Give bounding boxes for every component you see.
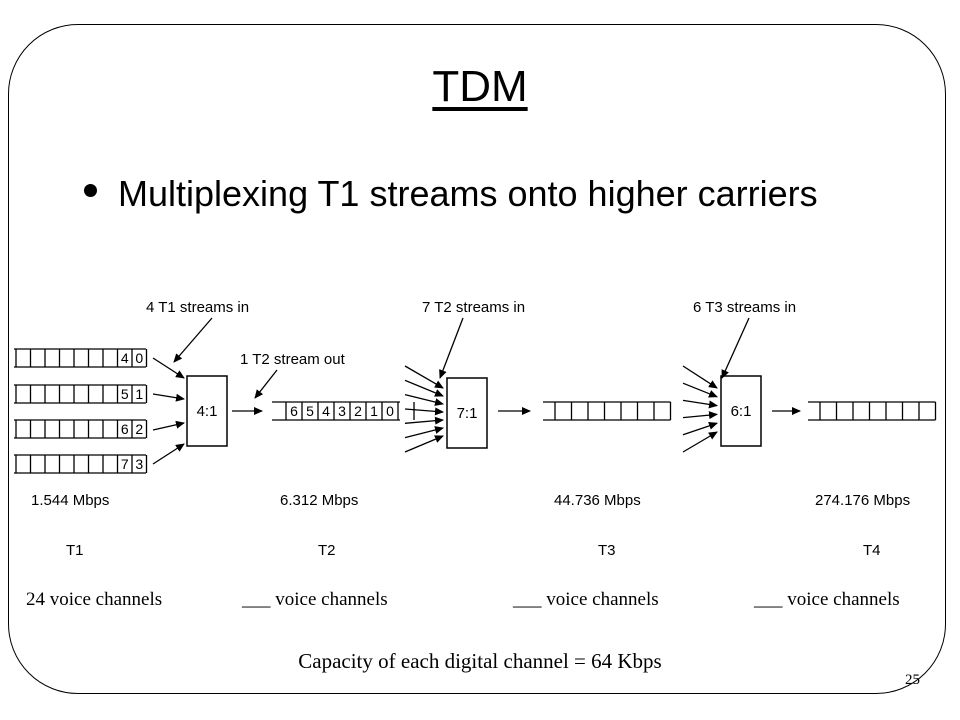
t1-stream-cell-label: 7 <box>121 456 129 472</box>
t1-stream-cell-label: 0 <box>135 350 143 366</box>
t1-stream-cell-label: 4 <box>121 350 129 366</box>
arrow <box>152 357 185 379</box>
arrow <box>404 394 444 406</box>
mux-4-1-label: 4:1 <box>197 403 218 420</box>
t2-stream-cell-label: 0 <box>386 403 394 419</box>
voice-channels-t3: ___ voice channels <box>512 589 659 610</box>
callout-t2-out-pointer <box>254 369 278 399</box>
arrow <box>682 399 718 409</box>
mux-6-1-box <box>720 375 762 447</box>
mux-7-1-label: 7:1 <box>457 405 478 422</box>
mux-6-1-label: 6:1 <box>731 403 752 420</box>
arrow <box>404 379 444 397</box>
arrow <box>682 411 718 420</box>
t2-stream-cell-label: 4 <box>322 403 330 419</box>
callout-t2-stream-out: 1 T2 stream out <box>240 351 346 368</box>
mux-7-1-box <box>446 377 488 449</box>
t3-to-mux-arrows <box>682 365 718 453</box>
arrow <box>682 421 718 436</box>
rate-t4: 274.176 Mbps <box>815 492 910 509</box>
callout-t2-streams-in: 7 T2 streams in <box>422 299 525 316</box>
t3-stream <box>543 401 672 421</box>
voice-channels-t4: ___ voice channels <box>753 589 900 610</box>
mux-4-1-box <box>186 375 228 447</box>
callout-t1-pointer <box>173 317 213 363</box>
arrow <box>404 407 444 416</box>
slide-number: 25 <box>905 672 920 688</box>
arrow <box>404 365 444 389</box>
arrow <box>682 365 718 389</box>
t1-to-mux-arrows <box>152 357 185 465</box>
arrow <box>152 443 185 465</box>
arrow <box>404 426 444 439</box>
carrier-t4: T4 <box>863 542 881 559</box>
t1-stream-cell-label: 2 <box>135 421 143 437</box>
t1-stream-cell-label: 3 <box>135 456 143 472</box>
callout-t2-in-pointer <box>439 317 464 379</box>
slide-frame <box>8 24 946 694</box>
t1-stream-cell-label: 5 <box>121 386 129 402</box>
capacity-note: Capacity of each digital channel = 64 Kb… <box>298 649 661 673</box>
t2-to-mux-arrows <box>404 365 444 453</box>
bullet-marker <box>84 184 97 197</box>
arrow <box>682 382 718 398</box>
t2-stream-cell-label: 1 <box>370 403 378 419</box>
callout-t3-streams-in: 6 T3 streams in <box>693 299 796 316</box>
carrier-t3: T3 <box>598 542 616 559</box>
callout-t1-streams-in: 4 T1 streams in <box>146 299 249 316</box>
callout-t3-in-pointer <box>721 317 750 379</box>
rate-t1: 1.544 Mbps <box>31 492 109 509</box>
voice-channels-t2: ___ voice channels <box>241 589 388 610</box>
carrier-t1: T1 <box>66 542 84 559</box>
t2-stream-cell-label: 6 <box>290 403 298 419</box>
rate-t3: 44.736 Mbps <box>554 492 641 509</box>
t1-stream-cell-label: 1 <box>135 386 143 402</box>
voice-channels-t1: 24 voice channels <box>26 589 162 610</box>
slide-title: TDM <box>432 62 528 111</box>
arrow <box>152 420 185 431</box>
arrow <box>404 435 444 453</box>
t2-stream-cell-label: 3 <box>338 403 346 419</box>
bullet-text: Multiplexing T1 streams onto higher carr… <box>118 173 818 214</box>
t2-stream-cell-label: 2 <box>354 403 362 419</box>
t4-stream <box>808 401 937 421</box>
rate-t2: 6.312 Mbps <box>280 492 358 509</box>
t2-stream-cell-label: 5 <box>306 403 314 419</box>
arrow <box>152 393 185 402</box>
carrier-t2: T2 <box>318 542 336 559</box>
t1-stream-cell-label: 6 <box>121 421 129 437</box>
arrow <box>682 431 718 453</box>
arrow <box>404 416 444 425</box>
